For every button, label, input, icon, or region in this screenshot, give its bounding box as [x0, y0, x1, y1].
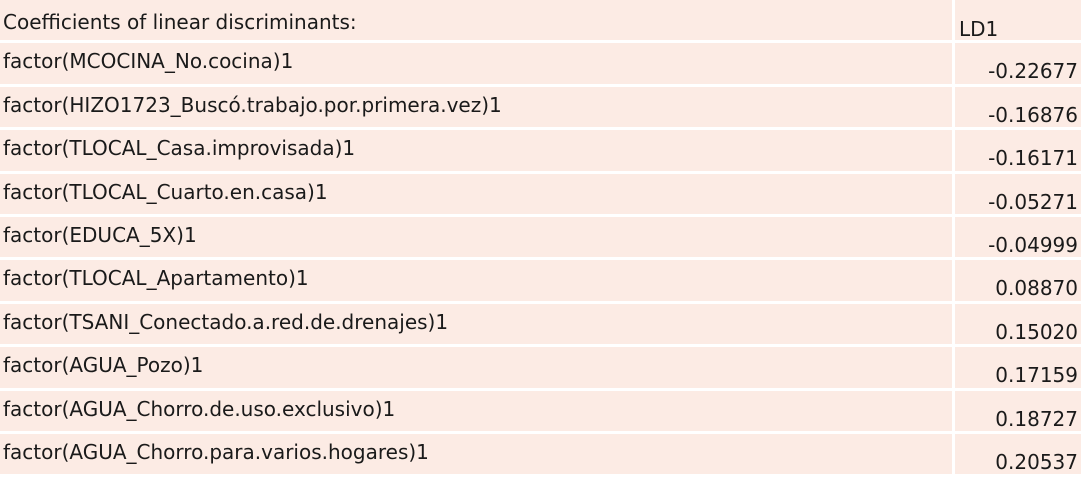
row-value: -0.05271 [955, 173, 1081, 217]
row-label: factor(HIZO1723_Buscó.trabajo.por.primer… [0, 86, 955, 131]
row-label: factor(TLOCAL_Casa.improvisada)1 [0, 130, 955, 174]
row-label: factor(AGUA_Chorro.para.varios.hogares)1 [0, 433, 955, 478]
row-label: factor(MCOCINA_No.cocina)1 [0, 43, 955, 87]
coefficients-table: Coefficients of linear discriminants: LD… [0, 0, 1081, 478]
row-value: 0.20537 [955, 433, 1081, 478]
table-row: factor(TLOCAL_Casa.improvisada)1 -0.1617… [0, 130, 1081, 174]
row-label: factor(EDUCA_5X)1 [0, 216, 955, 261]
row-value: 0.15020 [955, 303, 1081, 348]
table-row: factor(TLOCAL_Apartamento)1 0.08870 [0, 260, 1081, 304]
column-header-ld1: LD1 [955, 0, 1081, 44]
table-row: factor(TSANI_Conectado.a.red.de.drenajes… [0, 303, 1081, 348]
row-value: 0.08870 [955, 260, 1081, 304]
table-row: factor(AGUA_Chorro.de.uso.exclusivo)1 0.… [0, 390, 1081, 434]
table-row: factor(HIZO1723_Buscó.trabajo.por.primer… [0, 86, 1081, 131]
row-value: -0.22677 [955, 43, 1081, 87]
row-label: factor(AGUA_Pozo)1 [0, 347, 955, 391]
row-value: -0.16171 [955, 130, 1081, 174]
row-value: 0.17159 [955, 347, 1081, 391]
row-label: factor(TLOCAL_Cuarto.en.casa)1 [0, 173, 955, 217]
table-row: factor(MCOCINA_No.cocina)1 -0.22677 [0, 43, 1081, 87]
table-row: factor(AGUA_Chorro.para.varios.hogares)1… [0, 433, 1081, 478]
row-value: 0.18727 [955, 390, 1081, 434]
row-value: -0.04999 [955, 216, 1081, 261]
row-label: factor(AGUA_Chorro.de.uso.exclusivo)1 [0, 390, 955, 434]
row-label: factor(TLOCAL_Apartamento)1 [0, 260, 955, 304]
table-header-row: Coefficients of linear discriminants: LD… [0, 0, 1081, 44]
table-title: Coefficients of linear discriminants: [0, 0, 955, 44]
row-label: factor(TSANI_Conectado.a.red.de.drenajes… [0, 303, 955, 348]
table-row: factor(AGUA_Pozo)1 0.17159 [0, 347, 1081, 391]
table-row: factor(TLOCAL_Cuarto.en.casa)1 -0.05271 [0, 173, 1081, 217]
row-value: -0.16876 [955, 86, 1081, 131]
table-row: factor(EDUCA_5X)1 -0.04999 [0, 216, 1081, 261]
